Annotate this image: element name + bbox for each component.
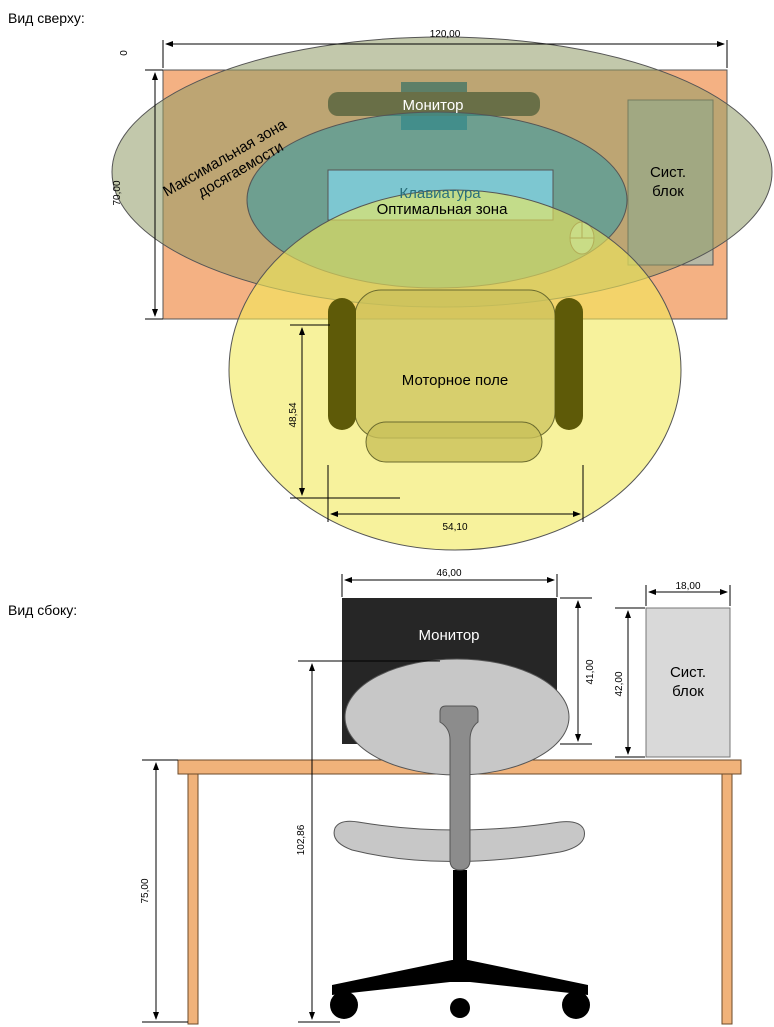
chair-base <box>332 960 588 995</box>
dim-monitor-width-label: 46,00 <box>436 568 461 579</box>
dim-monitor-height-label: 41,00 <box>585 659 596 684</box>
sys-unit-top-label-2: блок <box>652 183 684 200</box>
chair-armrest-right <box>555 298 583 430</box>
top-view-title: Вид сверху: <box>8 10 85 26</box>
sys-unit-side-label-2: блок <box>672 683 704 700</box>
monitor-top-label: Монитор <box>402 97 463 114</box>
sys-unit-side-label-1: Сист. <box>670 664 706 681</box>
dim-sys-height-label: 42,00 <box>614 671 625 696</box>
chair-wheel-center <box>450 998 470 1018</box>
monitor-side-label: Монитор <box>418 627 479 644</box>
dim-chair-depth-label: 48,54 <box>288 402 299 427</box>
table-leg-left <box>187 773 199 1025</box>
optimal-zone-label: Оптимальная зона <box>377 201 509 218</box>
chair-wheel-left <box>330 991 358 1019</box>
dim-table-height-label: 75,00 <box>140 878 151 903</box>
dim-chair-width-label: 54,10 <box>442 522 467 533</box>
chair-armrest-left <box>328 298 356 430</box>
side-view-title: Вид сбоку: <box>8 602 77 618</box>
dim-desk-width-label: 120,00 <box>430 29 461 40</box>
chair-back-top <box>365 421 543 463</box>
dim-desk-depth-label: 70,00 <box>112 180 123 205</box>
dim-sys-width-label: 18,00 <box>675 581 700 592</box>
system-unit-side <box>645 607 731 758</box>
dim-eye-height-label: 102,86 <box>296 824 307 855</box>
chair-gas-lift <box>453 870 467 965</box>
keyboard-label: Клавиатура <box>399 185 481 202</box>
chair-wheel-right <box>562 991 590 1019</box>
motor-field-label: Моторное поле <box>402 372 508 389</box>
dim-zero-label: 0 <box>119 50 130 56</box>
sys-unit-top-label-1: Сист. <box>650 164 686 181</box>
table-leg-right <box>721 773 733 1025</box>
chair-seat-top <box>354 289 556 439</box>
chair-backrest-post <box>439 705 479 871</box>
